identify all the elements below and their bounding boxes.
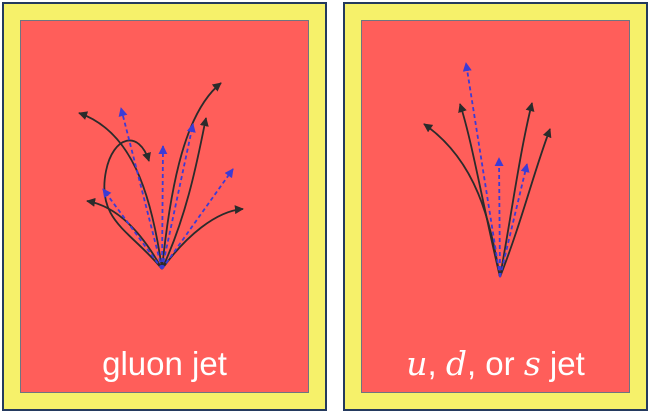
quark-dashed-track-3 xyxy=(499,163,530,278)
gluon-jet-diagram xyxy=(78,82,244,270)
quark-dashed-track-2 xyxy=(494,157,504,278)
label-sep-2: , or xyxy=(466,345,524,382)
gluon-solid-track-6 xyxy=(161,205,244,270)
gluon-dashed-track-4 xyxy=(161,123,196,270)
gluon-jet-background: gluon jet xyxy=(20,20,309,393)
label-s: s xyxy=(523,344,541,383)
quark-solid-track-2 xyxy=(423,123,501,278)
quark-solid-track-1 xyxy=(458,103,501,278)
gluon-dashed-track-1 xyxy=(118,107,163,270)
label-d: d xyxy=(445,344,467,383)
quark-jet-background: u, d, or s jet xyxy=(361,20,630,393)
quark-jet-panel: u, d, or s jet xyxy=(343,2,648,411)
label-u: u xyxy=(406,344,428,383)
gluon-dashed-track-3 xyxy=(158,145,168,270)
quark-jet-diagram xyxy=(423,62,552,278)
quark-dashed-track-1 xyxy=(462,62,501,278)
gluon-jet-label: gluon jet xyxy=(102,345,227,382)
quark-jet-label: u, d, or s jet xyxy=(362,344,629,384)
gluon-dashed-track-2 xyxy=(102,188,163,270)
quark-solid-track-4 xyxy=(499,128,552,278)
gluon-jet-panel: gluon jet xyxy=(2,2,327,411)
gluon-solid-track-1 xyxy=(78,111,163,270)
gluon-solid-track-4 xyxy=(161,82,222,270)
gluon-solid-track-2 xyxy=(103,139,163,270)
label-sep-1: , xyxy=(427,345,446,382)
label-jet: jet xyxy=(540,345,585,382)
quark-solid-track-3 xyxy=(499,102,535,278)
gluon-solid-track-5 xyxy=(161,117,209,270)
